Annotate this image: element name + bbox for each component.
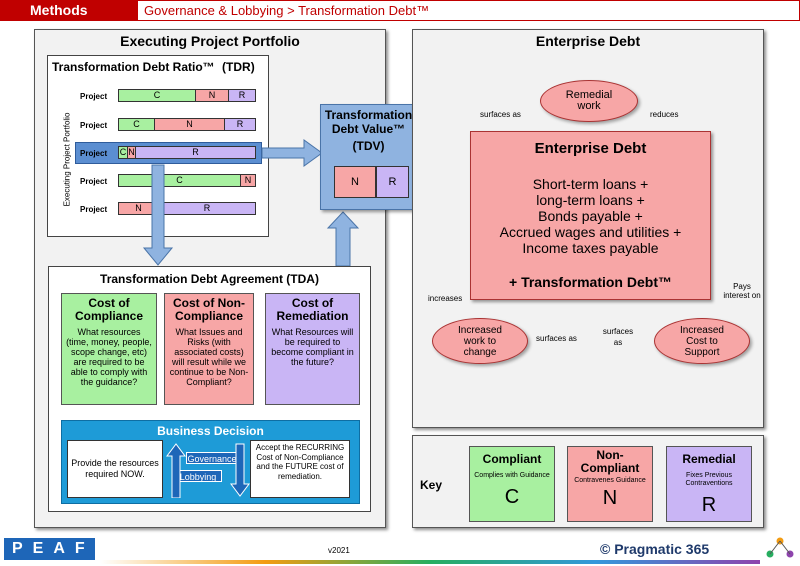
tdr-title: Transformation Debt Ratio™ (TDR) <box>52 60 267 74</box>
bar-seg-r: R <box>159 203 255 214</box>
debt-line: long-term loans + <box>536 192 645 208</box>
project-bar: C N <box>118 174 256 187</box>
key-compliant-letter: C <box>504 486 520 508</box>
increased-cost-node: Increased Cost to Support <box>654 318 750 364</box>
tdv-r: R <box>376 166 409 198</box>
portfolio-title: Executing Project Portfolio <box>120 33 300 49</box>
project-label: Project <box>80 149 108 158</box>
enterprise-debt-box-title: Enterprise Debt <box>534 140 647 157</box>
pays-interest-label: Pays interest on <box>723 282 761 300</box>
tdr-abbr: (TDR) <box>222 60 255 74</box>
surfaces-as-right: surfaces as <box>602 327 634 347</box>
remediation-body: What Resources will be required to becom… <box>271 327 354 367</box>
project-label: Project <box>80 92 108 101</box>
project-bar: C N R <box>118 146 256 159</box>
compliance-body: What resources (time, money, people, sco… <box>66 327 152 387</box>
remedial-work-node: Remedial work <box>540 80 638 122</box>
key-remedial: Remedial Fixes Previous Contraventions R <box>666 446 752 522</box>
provide-resources-text: Provide the resources required NOW. <box>71 458 159 479</box>
peaf-logo: PEAF <box>4 538 95 560</box>
project-label: Project <box>80 205 108 214</box>
remedial-work-text: Remedial work <box>565 89 613 112</box>
debt-line: Accrued wages and utilities + <box>499 224 682 240</box>
key-remedial-head: Remedial <box>682 452 736 466</box>
enterprise-title: Enterprise Debt <box>535 33 641 49</box>
business-decision-title: Business Decision <box>157 424 264 438</box>
bar-seg-n: N <box>128 147 136 158</box>
tdv-abbr: (TDV) <box>352 139 385 153</box>
transformation-debt-line: + Transformation Debt™ <box>509 274 672 290</box>
bar-seg-c: C <box>119 90 196 101</box>
increases-label: increases <box>428 294 463 303</box>
provide-resources-box: Provide the resources required NOW. <box>67 440 163 498</box>
tdv-title: Transformation Debt Value™ (TDV) <box>320 108 417 153</box>
accept-box: Accept the RECURRING Cost of Non-Complia… <box>250 440 350 498</box>
key-remedial-sub: Fixes Previous Contraventions <box>685 472 733 487</box>
project-bar: C N R <box>118 89 256 102</box>
key-remedial-letter: R <box>701 494 717 516</box>
cost-of-noncompliance-card: Cost of Non-Compliance What Issues and R… <box>164 293 254 405</box>
surfaces-as-top: surfaces as <box>480 110 521 119</box>
key-noncompliant: Non-Compliant Contravenes Guidance N <box>567 446 653 522</box>
tdr-title-text: Transformation Debt Ratio™ <box>52 60 215 74</box>
cost-of-compliance-card: Cost of Compliance What resources (time,… <box>61 293 157 405</box>
noncompliance-body: What Issues and Risks (with associated c… <box>169 327 249 387</box>
right-arrow-tdv <box>261 139 323 167</box>
key-compliant-head: Compliant <box>482 452 542 466</box>
cost-of-remediation-card: Cost of Remediation What Resources will … <box>265 293 360 405</box>
key-noncompliant-head: Non-Compliant <box>580 448 640 475</box>
compliance-head: Cost of Compliance <box>74 296 143 323</box>
section-label: Methods <box>0 0 138 21</box>
debt-line: Income taxes payable <box>522 240 659 256</box>
key-compliant-sub: Complies with Guidance <box>474 472 550 479</box>
surfaces-as-mid: surfaces as <box>536 334 577 343</box>
project-label: Project <box>80 121 108 130</box>
bar-seg-r: R <box>229 90 255 101</box>
increased-work-text: Increased work to change <box>458 324 502 358</box>
debt-line: Bonds payable + <box>538 208 643 224</box>
bar-seg-r: R <box>225 119 255 130</box>
decision-arrows-icon <box>166 443 250 498</box>
tda-title: Transformation Debt Agreement (TDA) <box>100 272 319 286</box>
peaf-logo-text: PEAF <box>4 538 95 560</box>
enterprise-debt-box <box>470 131 711 300</box>
noncompliance-head: Cost of Non-Compliance <box>173 296 245 323</box>
debt-line: Short-term loans + <box>532 176 649 192</box>
tdv-title-text: Transformation Debt Value™ <box>324 108 413 136</box>
increased-cost-text: Increased Cost to Support <box>680 324 724 358</box>
copyright-label: © Pragmatic 365 <box>600 541 710 557</box>
bar-seg-n: N <box>241 175 255 186</box>
bar-seg-r: R <box>136 147 255 158</box>
reduces-label: reduces <box>650 110 679 119</box>
accept-text: Accept the RECURRING Cost of Non-Complia… <box>255 443 345 481</box>
bar-seg-n: N <box>155 119 225 130</box>
bar-seg-n: N <box>196 90 229 101</box>
key-noncompliant-letter: N <box>602 487 618 509</box>
enterprise-debt-lines: Short-term loans + long-term loans + Bon… <box>470 176 711 256</box>
key-compliant: Compliant Complies with Guidance C <box>469 446 555 522</box>
bar-seg-c: C <box>119 147 128 158</box>
version-label: v2021 <box>328 546 350 555</box>
network-logo-icon <box>766 537 794 558</box>
tdv-n: N <box>334 166 376 198</box>
footer-rainbow-bar <box>100 560 760 564</box>
increased-work-node: Increased work to change <box>432 318 528 364</box>
down-arrow <box>142 164 174 266</box>
key-label: Key <box>420 478 443 492</box>
remediation-head: Cost of Remediation <box>276 296 349 323</box>
project-label: Project <box>80 177 108 186</box>
bar-seg-c: C <box>119 175 241 186</box>
key-noncompliant-sub: Contravenes Guidance <box>574 477 646 484</box>
project-bar: C N R <box>118 118 256 131</box>
up-arrow <box>326 211 360 267</box>
bar-seg-c: C <box>119 119 155 130</box>
